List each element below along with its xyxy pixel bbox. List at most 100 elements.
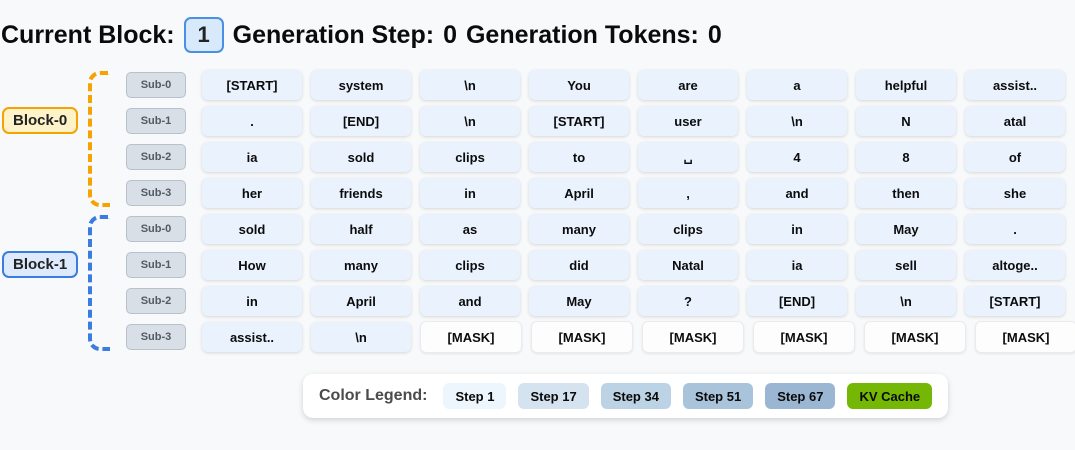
token-cell: assist.. bbox=[202, 322, 302, 352]
token-cell: clips bbox=[638, 214, 738, 244]
block-0-sub-0-row: Sub-0 [START] system \n You are a helpfu… bbox=[126, 70, 1074, 100]
token-cell: user bbox=[638, 106, 738, 136]
token-cell: [END] bbox=[311, 106, 411, 136]
token-cell: Natal bbox=[638, 250, 738, 280]
mask-token-cell: [MASK] bbox=[420, 321, 522, 353]
token-cell: \n bbox=[311, 322, 411, 352]
status-bar: Current Block: 1 Generation Step: 0 Gene… bbox=[0, 0, 1075, 54]
token-cell: ia bbox=[747, 250, 847, 280]
block-1-bracket bbox=[88, 215, 110, 351]
token-cell: [START] bbox=[202, 70, 302, 100]
legend-step-34: Step 34 bbox=[600, 383, 671, 409]
block-1-sub-2-row: Sub-2 in April and May ? [END] \n [START… bbox=[126, 286, 1075, 316]
token-cell: \n bbox=[747, 106, 847, 136]
sub-label: Sub-0 bbox=[126, 72, 186, 98]
block-1-label-column: Block-1 bbox=[0, 214, 88, 352]
token-cell: clips bbox=[420, 142, 520, 172]
token-cell: many bbox=[311, 250, 411, 280]
token-cell: ? bbox=[638, 286, 738, 316]
sub-label: Sub-2 bbox=[126, 144, 186, 170]
token-cell: April bbox=[529, 178, 629, 208]
block-0-sub-3-row: Sub-3 her friends in April , and then sh… bbox=[126, 178, 1074, 208]
token-cell: half bbox=[311, 214, 411, 244]
current-block-label: Current Block: bbox=[1, 20, 175, 49]
mask-token-cell: [MASK] bbox=[753, 321, 855, 353]
sub-label: Sub-0 bbox=[126, 216, 186, 242]
token-cell: , bbox=[638, 178, 738, 208]
block-0-sub-2-row: Sub-2 ia sold clips to ␣ 4 8 of bbox=[126, 142, 1074, 172]
token-cell: \n bbox=[856, 286, 956, 316]
block-0-bracket bbox=[88, 71, 110, 207]
token-cell: \n bbox=[420, 106, 520, 136]
token-cell: \n bbox=[420, 70, 520, 100]
token-cell: May bbox=[856, 214, 956, 244]
token-cell: ␣ bbox=[638, 142, 738, 172]
color-legend-label: Color Legend: bbox=[319, 387, 428, 404]
mask-token-cell: [MASK] bbox=[531, 321, 633, 353]
token-cell: she bbox=[965, 178, 1065, 208]
token-cell: [END] bbox=[747, 286, 847, 316]
sub-label: Sub-1 bbox=[126, 252, 186, 278]
token-cell: friends bbox=[311, 178, 411, 208]
mask-token-cell: [MASK] bbox=[642, 321, 744, 353]
generation-tokens-label: Generation Tokens: bbox=[465, 20, 699, 49]
current-block-value: 1 bbox=[183, 17, 224, 53]
token-cell: . bbox=[965, 214, 1065, 244]
token-cell: in bbox=[420, 178, 520, 208]
token-cell: her bbox=[202, 178, 302, 208]
generation-step-value: 0 bbox=[443, 20, 457, 49]
legend-step-51: Step 51 bbox=[682, 383, 754, 409]
sub-label: Sub-3 bbox=[126, 324, 186, 350]
token-cell: helpful bbox=[856, 70, 956, 100]
token-cell: May bbox=[529, 286, 629, 316]
token-cell: in bbox=[202, 286, 302, 316]
token-cell: [START] bbox=[529, 106, 629, 136]
token-cell: assist.. bbox=[965, 70, 1065, 100]
mask-token-cell: [MASK] bbox=[975, 321, 1075, 353]
token-cell: ia bbox=[202, 142, 302, 172]
mask-token-cell: [MASK] bbox=[864, 321, 966, 353]
token-cell: in bbox=[747, 214, 847, 244]
sub-label: Sub-1 bbox=[126, 108, 186, 134]
sub-label: Sub-2 bbox=[126, 288, 186, 314]
token-cell: 8 bbox=[856, 142, 956, 172]
token-cell: 4 bbox=[747, 142, 847, 172]
token-cell: to bbox=[529, 142, 629, 172]
token-cell: a bbox=[747, 70, 847, 100]
token-cell: sell bbox=[856, 250, 956, 280]
legend-step-67: Step 67 bbox=[765, 383, 836, 409]
color-legend: Color Legend: Step 1 Step 17 Step 34 Ste… bbox=[303, 374, 949, 418]
token-cell: then bbox=[856, 178, 956, 208]
sub-label: Sub-3 bbox=[126, 180, 186, 206]
token-cell: and bbox=[747, 178, 847, 208]
block-0-label-column: Block-0 bbox=[0, 70, 88, 208]
token-cell: sold bbox=[202, 214, 302, 244]
token-cell: altoge.. bbox=[965, 250, 1065, 280]
token-cell: clips bbox=[420, 250, 520, 280]
block-0-sub-1-row: Sub-1 . [END] \n [START] user \n N atal bbox=[126, 106, 1074, 136]
legend-step-1: Step 1 bbox=[443, 383, 507, 409]
token-cell: as bbox=[420, 214, 520, 244]
block-1-sub-1-row: Sub-1 How many clips did Natal ia sell a… bbox=[126, 250, 1075, 280]
token-cell: of bbox=[965, 142, 1065, 172]
token-cell: April bbox=[311, 286, 411, 316]
token-cell: did bbox=[529, 250, 629, 280]
legend-kv-cache: KV Cache bbox=[847, 383, 933, 409]
block-0-label: Block-0 bbox=[2, 107, 79, 134]
token-cell: are bbox=[638, 70, 738, 100]
legend-step-17: Step 17 bbox=[518, 383, 589, 409]
block-1-label: Block-1 bbox=[2, 251, 79, 278]
token-cell: system bbox=[311, 70, 411, 100]
generation-step-label: Generation Step: bbox=[232, 20, 435, 49]
token-cell: N bbox=[856, 106, 956, 136]
token-cell: [START] bbox=[965, 286, 1065, 316]
token-cell: . bbox=[202, 106, 302, 136]
token-cell: many bbox=[529, 214, 629, 244]
block-1: Block-1 Sub-0 sold half as many clips in… bbox=[0, 214, 1075, 353]
token-cell: sold bbox=[311, 142, 411, 172]
token-cell: and bbox=[420, 286, 520, 316]
block-0: Block-0 Sub-0 [START] system \n You are … bbox=[0, 70, 1075, 208]
token-cell: You bbox=[529, 70, 629, 100]
token-cell: atal bbox=[965, 106, 1065, 136]
token-cell: How bbox=[202, 250, 302, 280]
